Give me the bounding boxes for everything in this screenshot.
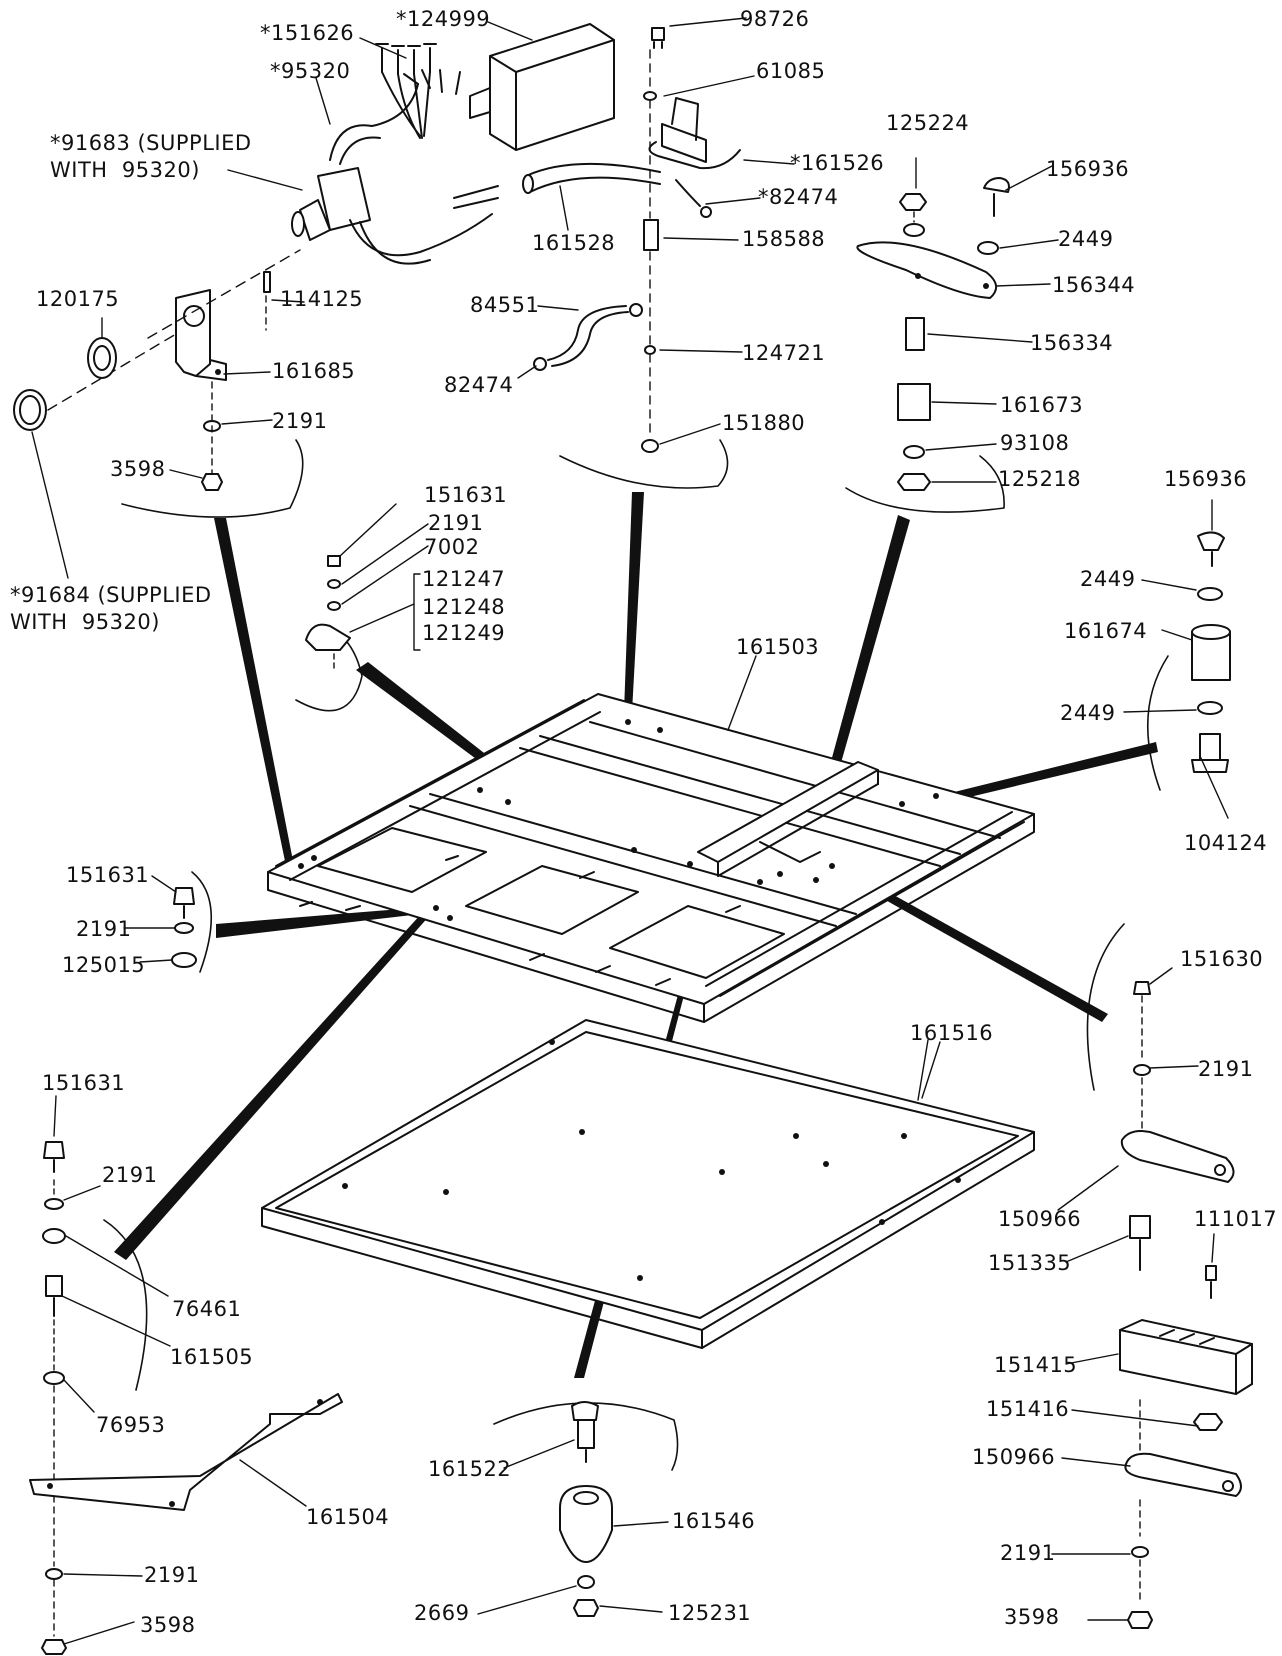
callout-161503: 161503 bbox=[736, 635, 820, 659]
callout-98726: 98726 bbox=[740, 7, 810, 31]
callout-156344: 156344 bbox=[1052, 273, 1136, 297]
callout-161673: 161673 bbox=[1000, 393, 1084, 417]
callout-156936-right: 156936 bbox=[1164, 467, 1248, 491]
callout-61085: 61085 bbox=[756, 59, 826, 83]
callout-2449-right-a: 2449 bbox=[1080, 567, 1136, 591]
callout-150966-lower: 150966 bbox=[972, 1445, 1056, 1469]
callout-2191-left-mid: 2191 bbox=[76, 917, 132, 941]
callout-161546: 161546 bbox=[672, 1509, 756, 1533]
callout-93108: 93108 bbox=[1000, 431, 1070, 455]
callout-2191-left-top: 2191 bbox=[272, 409, 328, 433]
clamp-stack bbox=[305, 555, 351, 671]
callout-161528: 161528 bbox=[532, 231, 616, 255]
callout-2449-right-b: 2449 bbox=[1060, 701, 1116, 725]
callout-2191-right-mid: 2191 bbox=[1198, 1057, 1254, 1081]
callout-121247: 121247 bbox=[422, 567, 506, 591]
left-mid-stack bbox=[171, 887, 197, 968]
callout-161522: 161522 bbox=[428, 1457, 512, 1481]
callout-2191-left-low: 2191 bbox=[102, 1163, 158, 1187]
callout-3598-left-top: 3598 bbox=[110, 457, 166, 481]
tray-161516 bbox=[261, 1019, 1035, 1349]
callout-125015: 125015 bbox=[62, 953, 146, 977]
center-stack-parts bbox=[641, 27, 665, 453]
callout-125224: 125224 bbox=[886, 111, 970, 135]
right-upper-stack bbox=[856, 177, 1010, 491]
callout-111017: 111017 bbox=[1194, 1207, 1278, 1231]
lamp-socket-161526 bbox=[648, 97, 741, 170]
callout-121249: 121249 bbox=[422, 621, 506, 645]
callout-82474-top: *82474 bbox=[758, 185, 839, 209]
callout-151416: 151416 bbox=[986, 1397, 1070, 1421]
callout-151880: 151880 bbox=[722, 411, 806, 435]
callout-76953: 76953 bbox=[96, 1413, 166, 1437]
switch-bracket-161685 bbox=[47, 249, 301, 491]
callout-156936-top: 156936 bbox=[1046, 157, 1130, 181]
callout-161526: *161526 bbox=[790, 151, 885, 175]
base-plate-161503 bbox=[267, 693, 1035, 1023]
callout-2191-clamp: 2191 bbox=[428, 511, 484, 535]
lamp-jewel-91684 bbox=[13, 389, 47, 431]
callout-76461: 76461 bbox=[172, 1297, 242, 1321]
callout-95320: *95320 bbox=[270, 59, 351, 83]
callout-3598-right-bottom: 3598 bbox=[1004, 1605, 1060, 1629]
callout-91684: *91684 (SUPPLIED WITH 95320) bbox=[10, 583, 212, 634]
callout-161685: 161685 bbox=[272, 359, 356, 383]
callout-2191-left-bottom: 2191 bbox=[144, 1563, 200, 1587]
leader-lines bbox=[31, 17, 1229, 1645]
callout-150966-upper: 150966 bbox=[998, 1207, 1082, 1231]
callout-114125: 114125 bbox=[280, 287, 364, 311]
callout-156334: 156334 bbox=[1030, 331, 1114, 355]
callout-151626: *151626 bbox=[260, 21, 355, 45]
callout-124721: 124721 bbox=[742, 341, 826, 365]
callout-125218: 125218 bbox=[998, 467, 1082, 491]
ground-wire-84551 bbox=[533, 303, 643, 371]
callout-2449-top: 2449 bbox=[1058, 227, 1114, 251]
cable-161528 bbox=[453, 162, 712, 218]
callout-121248: 121248 bbox=[422, 595, 506, 619]
callout-125231: 125231 bbox=[668, 1601, 752, 1625]
callout-151335: 151335 bbox=[988, 1251, 1072, 1275]
callout-151630: 151630 bbox=[1180, 947, 1264, 971]
callout-151631-clamp: 151631 bbox=[424, 483, 508, 507]
callout-161505: 161505 bbox=[170, 1345, 254, 1369]
callout-120175: 120175 bbox=[36, 287, 120, 311]
connector-124999 bbox=[469, 23, 615, 151]
callout-161674: 161674 bbox=[1064, 619, 1148, 643]
callout-7002: 7002 bbox=[424, 535, 480, 559]
callout-3598-left-bottom: 3598 bbox=[140, 1613, 196, 1637]
base-plate-holes bbox=[298, 719, 939, 921]
callout-151631-left-mid: 151631 bbox=[66, 863, 150, 887]
spade-terminals-151626 bbox=[375, 43, 437, 139]
callout-82474-mid: 82474 bbox=[444, 373, 514, 397]
callout-2669: 2669 bbox=[414, 1601, 470, 1625]
callout-161504: 161504 bbox=[306, 1505, 390, 1529]
callout-161516: 161516 bbox=[910, 1021, 994, 1045]
tray-holes bbox=[342, 1039, 961, 1281]
callout-104124: 104124 bbox=[1184, 831, 1268, 855]
foot-stack bbox=[559, 1401, 613, 1617]
callout-151631-left-low: 151631 bbox=[42, 1071, 126, 1095]
callout-151415: 151415 bbox=[994, 1353, 1078, 1377]
callout-158588: 158588 bbox=[742, 227, 826, 251]
standoff-161674-stack bbox=[1191, 531, 1231, 773]
callout-124999: *124999 bbox=[396, 7, 491, 31]
nameplate-120175 bbox=[87, 337, 117, 379]
detail-arcs bbox=[103, 439, 1169, 1471]
callout-84551: 84551 bbox=[470, 293, 540, 317]
toggle-switch-95320 bbox=[291, 69, 493, 265]
callout-91683: *91683 (SUPPLIED WITH 95320) bbox=[50, 131, 252, 182]
callout-2191-right-bottom: 2191 bbox=[1000, 1541, 1056, 1565]
left-lower-stack bbox=[29, 1141, 343, 1655]
